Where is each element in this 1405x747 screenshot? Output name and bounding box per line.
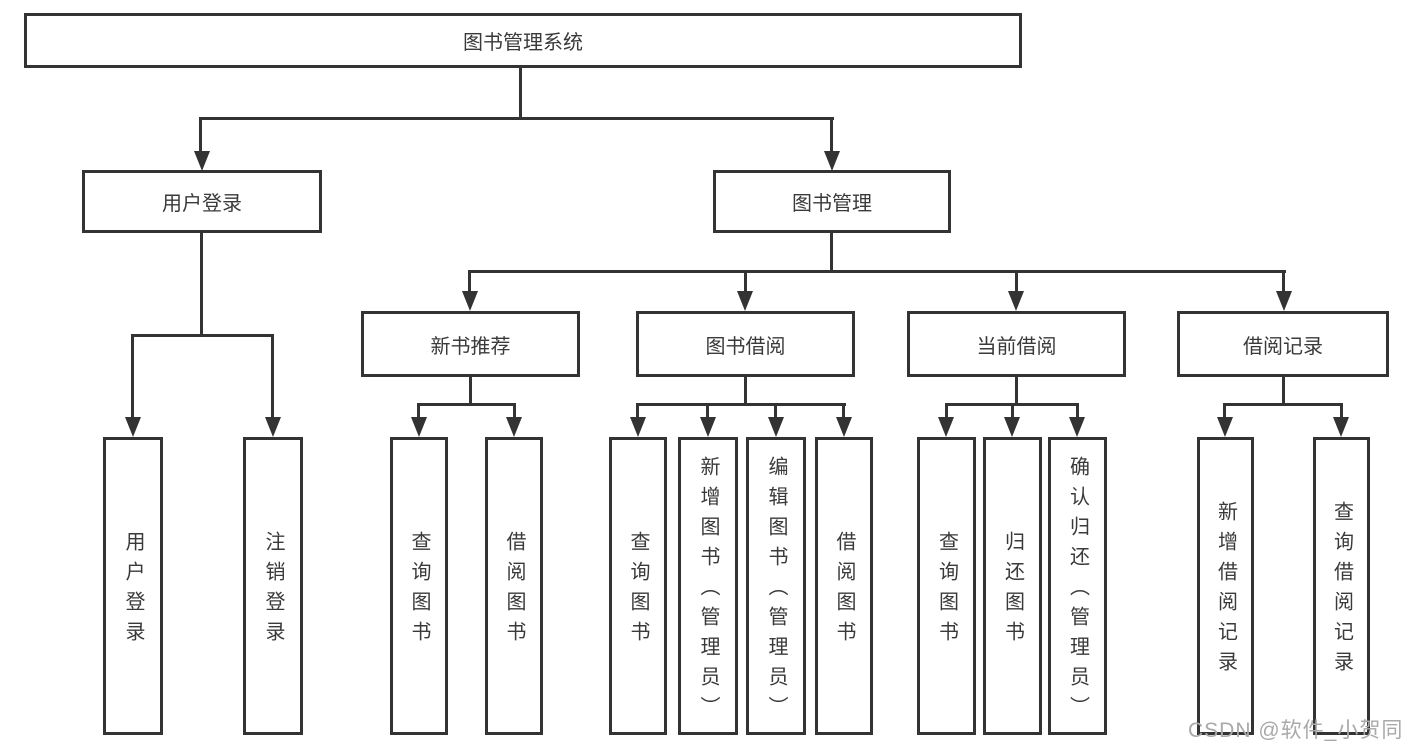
connector-line [774, 403, 777, 419]
arrow-down-icon [411, 417, 427, 437]
node-book-borrowing: 图书借阅 [636, 311, 855, 377]
connector-line [706, 403, 709, 419]
connector-line [131, 334, 274, 337]
leaf-recommend-borrow-book: 借阅图书 [485, 437, 543, 735]
arrow-down-icon [700, 417, 716, 437]
leaf-recommend-query-book-label: 查询图书 [408, 531, 430, 651]
leaf-recommend-query-book: 查询图书 [390, 437, 448, 735]
arrow-down-icon [265, 417, 281, 437]
arrow-down-icon [462, 291, 478, 311]
connector-line [417, 403, 420, 419]
connector-line [1015, 377, 1018, 406]
connector-line [830, 233, 833, 273]
arrow-down-icon [125, 417, 141, 437]
connector-line [468, 270, 471, 293]
connector-line [636, 403, 639, 419]
leaf-recommend-borrow-book-label: 借阅图书 [503, 531, 525, 651]
leaf-current-confirm-return-admin: 确认归还（管理员） [1048, 437, 1107, 735]
connector-line [842, 403, 845, 419]
connector-line [1076, 403, 1079, 419]
leaf-borrowing-query-book-label: 查询图书 [627, 531, 649, 651]
arrow-down-icon [1004, 417, 1020, 437]
connector-line [519, 68, 522, 119]
node-root: 图书管理系统 [24, 13, 1022, 68]
leaf-user-login: 用户登录 [103, 437, 163, 735]
connector-line [1340, 403, 1343, 419]
connector-line [513, 403, 516, 419]
leaf-borrowing-borrow-book-label: 借阅图书 [833, 531, 855, 651]
arrow-down-icon [630, 417, 646, 437]
connector-line [1282, 270, 1285, 293]
leaf-borrowing-edit-book-admin-label: 编辑图书（管理员） [765, 456, 787, 726]
node-borrowing-records: 借阅记录 [1177, 311, 1389, 377]
leaf-current-query-book: 查询图书 [917, 437, 976, 735]
connector-line [1011, 403, 1014, 419]
connector-line [468, 270, 1286, 273]
arrow-down-icon [1008, 291, 1024, 311]
arrow-down-icon [737, 291, 753, 311]
arrow-down-icon [194, 151, 210, 171]
leaf-records-query-record: 查询借阅记录 [1313, 437, 1370, 735]
leaf-borrowing-add-book-admin: 新增图书（管理员） [678, 437, 738, 735]
arrow-down-icon [836, 417, 852, 437]
leaf-current-confirm-return-admin-label: 确认归还（管理员） [1066, 456, 1089, 726]
connector-line [199, 117, 834, 120]
watermark: CSDN @软件_小贺同学 [1188, 719, 1404, 742]
leaf-borrowing-add-book-admin-label: 新增图书（管理员） [697, 456, 719, 726]
node-current-borrowing: 当前借阅 [907, 311, 1126, 377]
leaf-logout-label: 注销登录 [262, 531, 284, 651]
connector-line [131, 334, 134, 419]
leaf-records-add-record: 新增借阅记录 [1197, 437, 1254, 735]
connector-line [1223, 403, 1226, 419]
leaf-records-add-record-label: 新增借阅记录 [1214, 501, 1237, 681]
arrow-down-icon [824, 151, 840, 171]
connector-line [945, 403, 948, 419]
node-new-book-recommend: 新书推荐 [361, 311, 580, 377]
arrow-down-icon [1217, 417, 1233, 437]
leaf-records-query-record-label: 查询借阅记录 [1330, 501, 1353, 681]
leaf-borrowing-query-book: 查询图书 [609, 437, 667, 735]
arrow-down-icon [1276, 291, 1292, 311]
node-book-management: 图书管理 [713, 170, 951, 233]
leaf-logout: 注销登录 [243, 437, 303, 735]
connector-line [636, 403, 846, 406]
connector-line [744, 377, 747, 406]
connector-line [200, 233, 203, 337]
leaf-current-return-book: 归还图书 [983, 437, 1042, 735]
connector-line [1282, 377, 1285, 406]
arrow-down-icon [768, 417, 784, 437]
arrow-down-icon [1333, 417, 1349, 437]
connector-line [744, 270, 747, 293]
connector-line [417, 403, 516, 406]
connector-line [830, 117, 833, 153]
arrow-down-icon [938, 417, 954, 437]
node-user-login: 用户登录 [82, 170, 322, 233]
connector-line [469, 377, 472, 406]
connector-line [199, 117, 202, 153]
arrow-down-icon [506, 417, 522, 437]
leaf-current-return-book-label: 归还图书 [1001, 531, 1024, 651]
connector-line [1223, 403, 1343, 406]
connector-line [1015, 270, 1018, 293]
leaf-current-query-book-label: 查询图书 [935, 531, 958, 651]
arrow-down-icon [1069, 417, 1085, 437]
leaf-borrowing-borrow-book: 借阅图书 [815, 437, 873, 735]
leaf-borrowing-edit-book-admin: 编辑图书（管理员） [746, 437, 806, 735]
leaf-user-login-label: 用户登录 [122, 531, 144, 651]
connector-line [271, 334, 274, 419]
